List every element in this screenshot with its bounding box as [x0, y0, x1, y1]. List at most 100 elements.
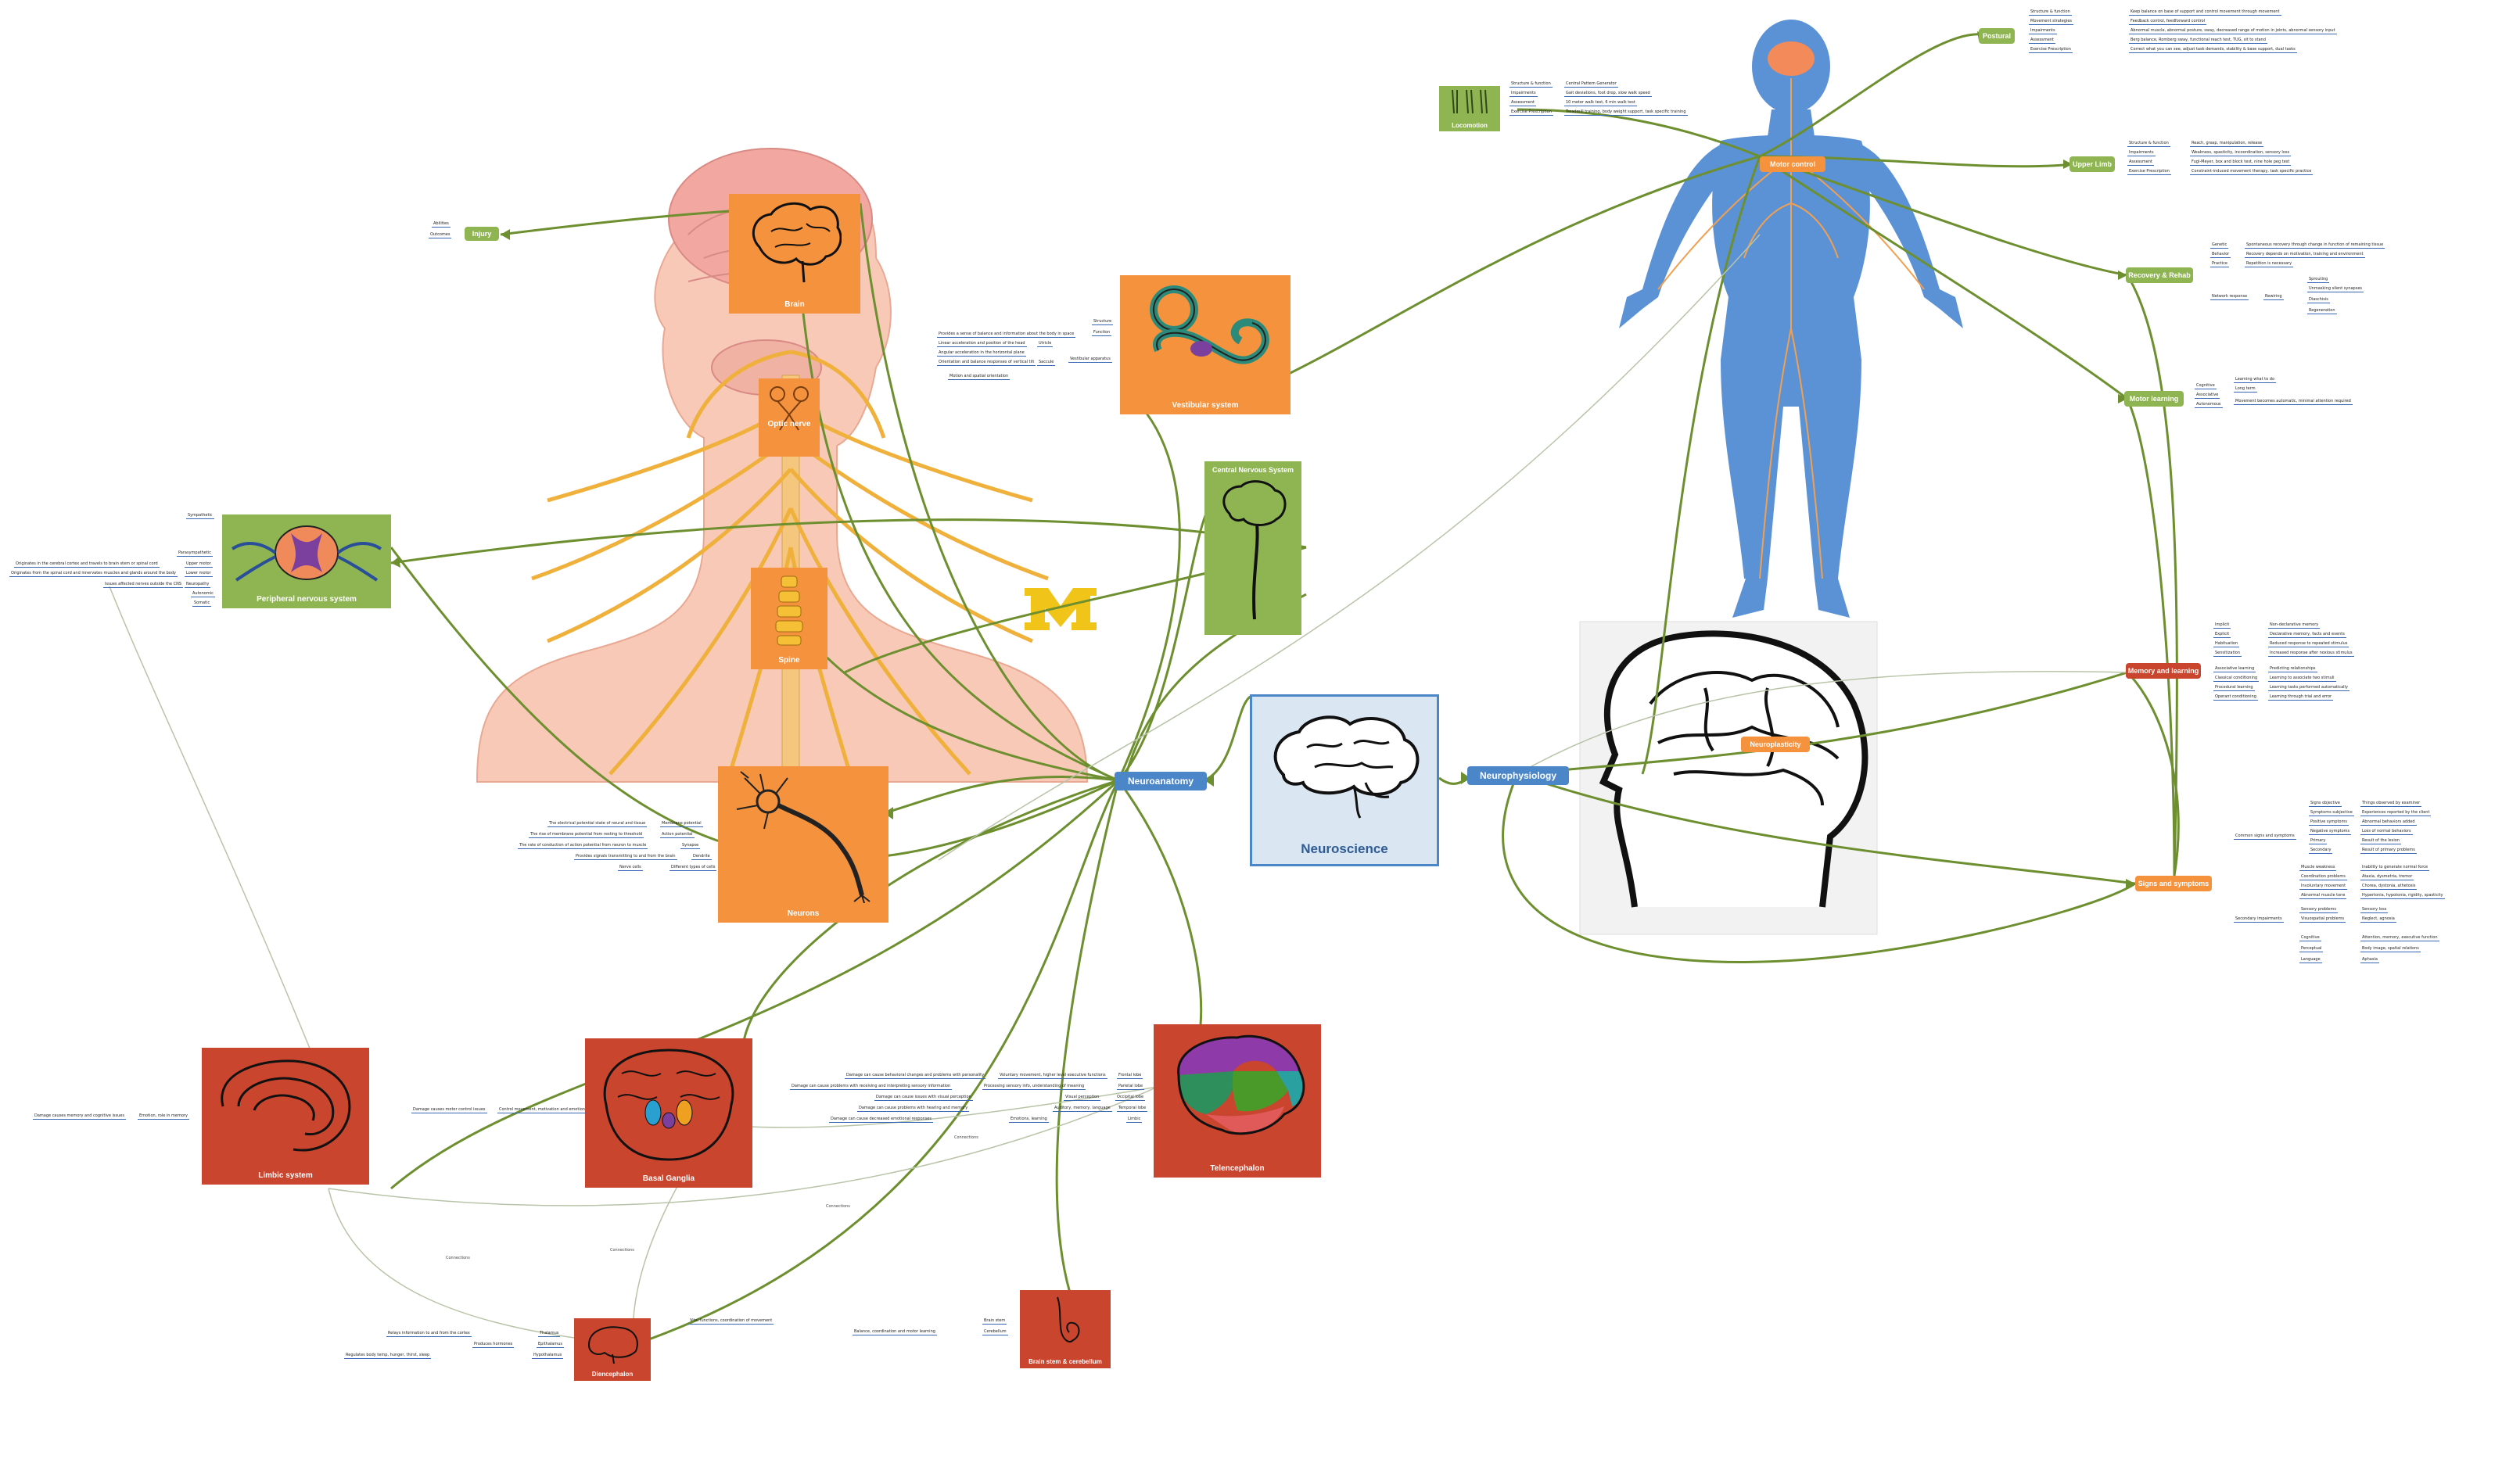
injury-leaf-abilities: Abilities [432, 221, 451, 228]
node-limbic[interactable]: Limbic system [202, 1048, 369, 1185]
node-brainstem[interactable]: Brain stem & cerebellum [1020, 1290, 1111, 1368]
telencephalon-icon [1177, 1034, 1305, 1135]
node-recovery[interactable]: Recovery & Rehab [2126, 267, 2193, 283]
node-injury[interactable]: Injury [465, 227, 499, 241]
leaf: Originates from the spinal cord and inne… [9, 571, 178, 577]
leaf: Exercise Prescription [2127, 169, 2171, 175]
leaf: Vital functions, coordination of movemen… [688, 1318, 774, 1325]
connection-label: Connections [826, 1204, 850, 1209]
leaf: Vestibular apparatus [1068, 357, 1112, 363]
leaf: Produces hormones [472, 1342, 515, 1348]
leaf: Spontaneous recovery through change in f… [2245, 242, 2385, 249]
leaf: Provides a sense of balance and informat… [937, 332, 1076, 338]
node-spine[interactable]: Spine [751, 568, 827, 669]
leaf: Damage causes motor control issues [411, 1107, 487, 1113]
node-pns[interactable]: Peripheral nervous system [222, 514, 391, 608]
node-signs-symptoms[interactable]: Signs and symptoms [2135, 876, 2212, 891]
leaf: Involuntary movement [2299, 884, 2348, 890]
node-spine-label: Spine [778, 656, 800, 665]
leaf: Secondary [2309, 848, 2333, 854]
spine-icon [775, 575, 803, 646]
leaf: Cognitive [2299, 935, 2321, 941]
node-upper-limb[interactable]: Upper Limb [2069, 156, 2115, 172]
leaf: Membrane potential [660, 821, 703, 827]
connection-label: Connections [610, 1248, 634, 1253]
branch-neurophysiology[interactable]: Neurophysiology [1467, 766, 1569, 785]
leaf: Associative [2195, 393, 2220, 399]
leaf: Originates in the cerebral cortex and tr… [14, 561, 160, 568]
leaf: Exercise Prescription [1509, 109, 1553, 116]
michigan-logo [1025, 588, 1097, 630]
leaf: Assessment [2029, 38, 2055, 44]
central-topic-neuroscience[interactable]: Neuroscience [1250, 694, 1439, 866]
node-diencephalon[interactable]: Diencephalon [574, 1318, 651, 1381]
node-memory-learning[interactable]: Memory and learning [2126, 663, 2201, 679]
leaf: Processing sensory info, understanding o… [982, 1084, 1086, 1090]
leaf: Diaschisis [2307, 297, 2330, 303]
leaf: Increased response after noxious stimulu… [2268, 651, 2354, 657]
optic-nerve-icon [770, 386, 809, 431]
leaf: Damage causes memory and cognitive issue… [33, 1113, 126, 1120]
leaf: Explicit [2213, 632, 2231, 638]
leaf: Balance, coordination and motor learning [853, 1329, 937, 1335]
connection-label: Connections [446, 1256, 470, 1260]
leaf: Sensory problems [2299, 907, 2338, 913]
branch-neuroanatomy[interactable]: Neuroanatomy [1115, 772, 1207, 790]
node-postural[interactable]: Postural [1979, 28, 2015, 44]
spinal-cord-cross-section-icon [231, 525, 382, 582]
leaf: Structure [1092, 319, 1114, 325]
leaf: Impairments [2127, 150, 2156, 156]
brainstem-icon [1057, 1296, 1080, 1343]
leaf: Practice [2210, 261, 2229, 267]
leaf: Damage can cause problems with receiving… [790, 1084, 953, 1090]
node-motor-control[interactable]: Motor control [1760, 156, 1825, 172]
node-vestibular[interactable]: Vestibular system [1120, 275, 1291, 414]
leaf: Nerve cells [618, 865, 643, 871]
leaf: Assessment [2127, 160, 2154, 166]
leaf: Movement becomes automatic, minimal atte… [2234, 399, 2353, 405]
human-body-illustration [1619, 20, 1963, 618]
leaf: Body image, spatial relations [2360, 946, 2421, 952]
leaf: Regulates body temp, hunger, thirst, sle… [344, 1353, 432, 1359]
node-neurons[interactable]: Neurons [718, 766, 888, 923]
leaf: Lower motor [185, 571, 213, 577]
node-locomotion-label: Locomotion [1452, 122, 1488, 129]
node-basal-ganglia[interactable]: Basal Ganglia [585, 1038, 752, 1188]
leaf: Habituation [2213, 641, 2240, 647]
leaf: Frontal lobe [1117, 1073, 1143, 1079]
leaf: Neglect, agnosia [2360, 916, 2396, 923]
node-brain-label: Brain [784, 300, 805, 309]
node-brain[interactable]: Brain [729, 194, 860, 314]
leaf: Gait deviations, foot drop, slow walk sp… [1564, 91, 1652, 97]
leaf: Treadmill training, body weight support,… [1564, 109, 1688, 116]
node-optic-nerve[interactable]: Optic nerve [759, 378, 820, 457]
leaf: Keep balance on base of support and cont… [2129, 9, 2281, 16]
leaf: Parasympathetic [177, 550, 213, 557]
leaf: Parietal lobe [1117, 1084, 1145, 1090]
node-basal-ganglia-label: Basal Ganglia [642, 1174, 695, 1183]
leaf: Linear acceleration and position of the … [937, 341, 1027, 347]
leaf: Somatic [192, 600, 212, 607]
node-neuroplasticity[interactable]: Neuroplasticity [1741, 737, 1810, 752]
leaf: Network response [2210, 294, 2249, 300]
leaf: Sympathetic [186, 513, 214, 519]
node-telencephalon[interactable]: Telencephalon [1154, 1024, 1321, 1178]
leaf: Berg balance, Romberg sway, functional r… [2129, 38, 2267, 44]
cns-icon [1222, 480, 1287, 620]
leaf: Non-declarative memory [2268, 622, 2321, 629]
leaf: Reduced response to repeated stimulus [2268, 641, 2349, 647]
leaf: Autonomic [191, 591, 215, 597]
leaf: Impairments [1509, 91, 1538, 97]
node-motor-learning[interactable]: Motor learning [2124, 391, 2184, 407]
leaf: Visuospatial problems [2299, 916, 2346, 923]
leaf: Weakness, spasticity, incoordination, se… [2190, 150, 2292, 156]
leaf: Visual perception [1064, 1095, 1101, 1101]
connection-label: Connections [954, 1135, 978, 1140]
node-vestibular-label: Vestibular system [1172, 401, 1239, 410]
node-cns[interactable]: Central Nervous System [1204, 461, 1301, 635]
leaf: Exercise Prescription [2029, 47, 2073, 53]
node-cns-label: Central Nervous System [1212, 466, 1294, 474]
leaf: Occipital lobe [1115, 1095, 1146, 1101]
limbic-system-icon [221, 1059, 351, 1152]
node-locomotion[interactable]: Locomotion [1439, 86, 1500, 131]
